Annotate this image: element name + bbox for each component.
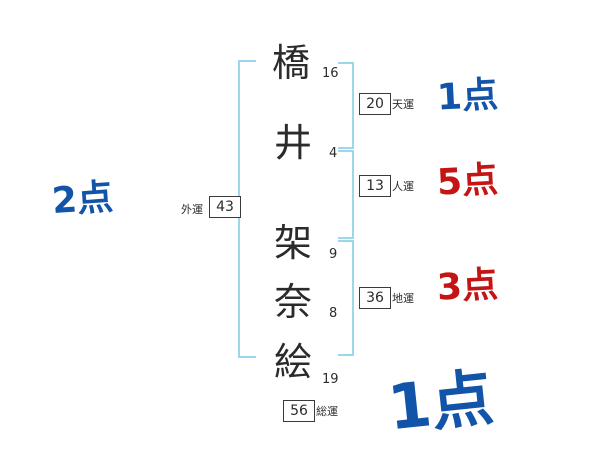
score-souun: 1点 <box>384 360 497 445</box>
chiun-label: 地運 <box>392 292 414 305</box>
stroke-count-1: 16 <box>322 66 339 81</box>
score-jinun: 5点 <box>435 159 500 204</box>
bracket-tenun <box>338 62 354 149</box>
score-chiun: 3点 <box>435 264 500 309</box>
gaiun-value-box: 43 <box>209 196 241 218</box>
bracket-jinun <box>338 150 354 239</box>
jinun-value-box: 13 <box>359 175 391 197</box>
name-character-1: 橋 <box>272 41 311 85</box>
stroke-count-2: 4 <box>329 146 338 161</box>
score-gaiun: 2点 <box>50 176 115 223</box>
jinun-label: 人運 <box>392 180 414 193</box>
score-tenun: 1点 <box>435 74 500 119</box>
name-character-3: 架 <box>274 221 313 265</box>
stroke-count-4: 8 <box>329 306 338 321</box>
name-character-5: 絵 <box>274 340 313 384</box>
gaiun-label: 外運 <box>181 203 203 216</box>
tenun-value-box: 20 <box>359 93 391 115</box>
souun-label: 総運 <box>316 405 338 418</box>
name-character-4: 奈 <box>274 280 313 324</box>
tenun-label: 天運 <box>392 98 414 111</box>
souun-value-box: 56 <box>283 400 315 422</box>
stroke-count-3: 9 <box>329 247 338 262</box>
bracket-chiun <box>338 240 354 356</box>
stroke-count-5: 19 <box>322 372 339 387</box>
name-character-2: 井 <box>274 121 313 165</box>
chiun-value-box: 36 <box>359 287 391 309</box>
